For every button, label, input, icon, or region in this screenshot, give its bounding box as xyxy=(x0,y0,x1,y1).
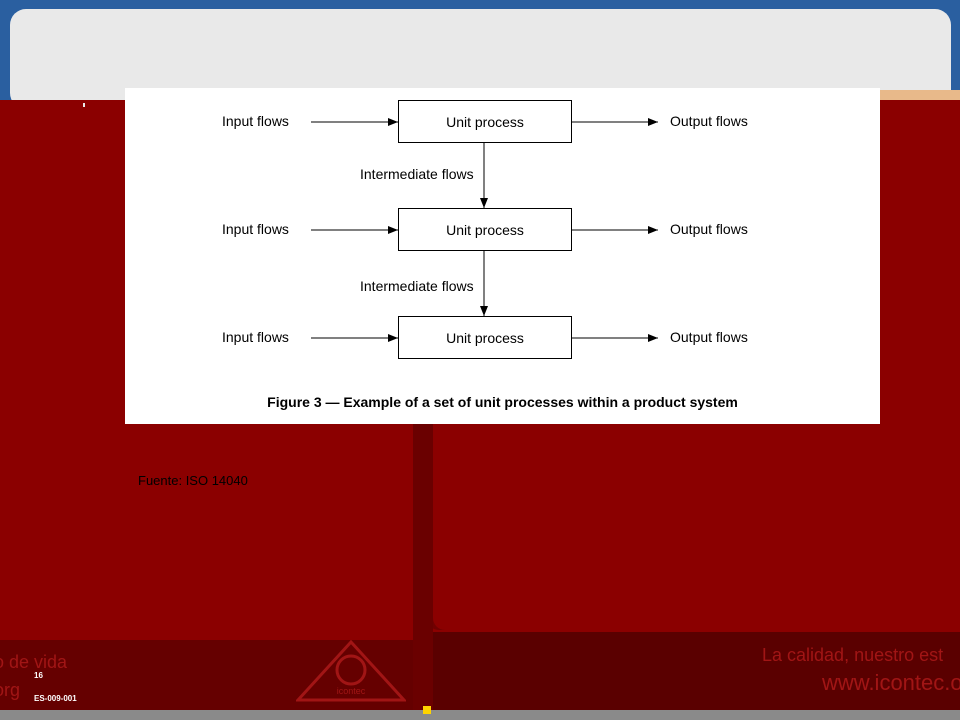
unit-process-box-3: Unit process xyxy=(398,316,572,359)
unit-process-label-3: Unit process xyxy=(446,329,524,346)
bottom-bar xyxy=(0,710,960,720)
output-flows-label-1: Output flows xyxy=(670,113,748,129)
source-citation: Fuente: ISO 14040 xyxy=(138,473,248,488)
input-flows-label-3: Input flows xyxy=(222,329,289,345)
flow-arrows xyxy=(311,118,658,342)
yellow-square-icon xyxy=(423,706,431,714)
footer-watermark-right-2: www.icontec.o xyxy=(822,670,960,695)
icontec-logo-icon: icontec xyxy=(296,640,406,702)
decorative-strip xyxy=(880,90,960,102)
figure-caption: Figure 3 — Example of a set of unit proc… xyxy=(267,394,738,410)
footer-watermark-left-1: o de vida xyxy=(0,652,68,672)
slide-number: 16 xyxy=(34,671,43,680)
unit-process-label-1: Unit process xyxy=(446,113,524,130)
footer-watermark-left-2: org xyxy=(0,680,21,700)
output-flows-label-3: Output flows xyxy=(670,329,748,345)
logo-text: icontec xyxy=(337,686,366,696)
output-flows-label-2: Output flows xyxy=(670,221,748,237)
input-flows-label-1: Input flows xyxy=(222,113,289,129)
decorative-mark xyxy=(83,103,85,107)
intermediate-flows-label-2: Intermediate flows xyxy=(360,278,474,294)
intermediate-flows-label-1: Intermediate flows xyxy=(360,166,474,182)
unit-process-figure: Input flows Unit process Output flows In… xyxy=(125,88,880,424)
unit-process-box-1: Unit process xyxy=(398,100,572,143)
input-flows-label-2: Input flows xyxy=(222,221,289,237)
unit-process-box-2: Unit process xyxy=(398,208,572,251)
footer-band-right xyxy=(433,632,960,710)
footer-watermark-right-1: La calidad, nuestro est xyxy=(762,645,944,665)
unit-process-label-2: Unit process xyxy=(446,221,524,238)
slide-code: ES-009-001 xyxy=(34,694,77,703)
